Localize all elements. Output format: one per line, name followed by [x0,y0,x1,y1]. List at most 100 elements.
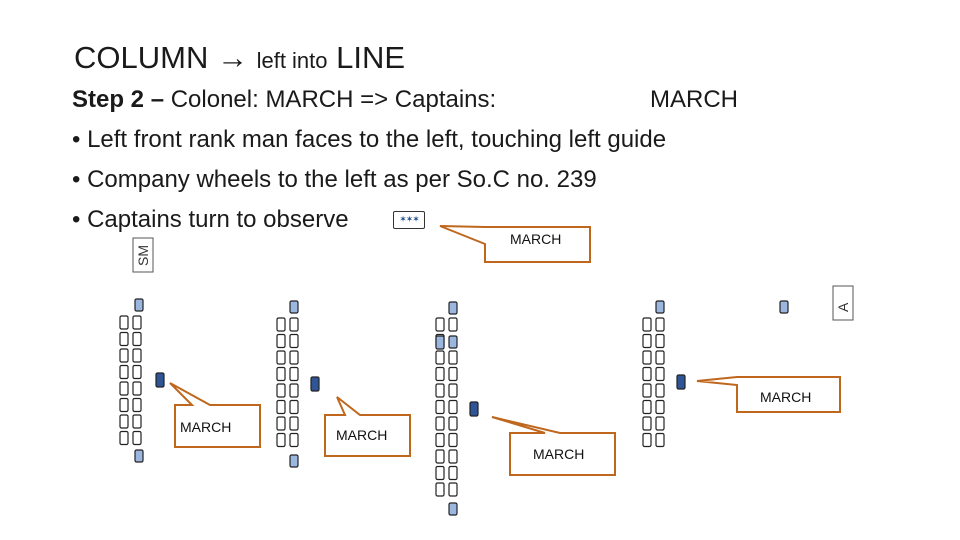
officer-marker [448,335,458,349]
rank-man [132,348,142,363]
officer-marker [289,454,299,468]
captains-command: MARCH [650,86,738,113]
bullet-3: • Captains turn to observe [72,206,349,233]
sm-label-text: SM [135,245,151,266]
rank-man [448,383,458,398]
rank-man [435,350,445,365]
rank-man [642,383,652,398]
rank-man [435,449,445,464]
rank-man [642,416,652,431]
rank-man [435,482,445,497]
rank-man [289,399,299,415]
rank-man [276,333,286,349]
rank-man [289,350,299,365]
rank-man [132,364,142,380]
title-small: left into [256,48,328,73]
rank-man [655,399,665,415]
rank-man [642,366,652,382]
callout-left-text: MARCH [180,419,231,435]
rank-man [119,414,129,429]
step-line: Step 2 – Colonel: MARCH => Captains: [72,86,496,114]
rank-man [435,317,445,332]
callout-right-text: MARCH [760,389,811,405]
rank-man [448,366,458,382]
rank-man [276,350,286,365]
rank-man [119,331,129,347]
rank-man [119,315,129,330]
rank-man [448,449,458,464]
rank-man [119,430,129,446]
rank-man [435,366,445,382]
rank-man [642,333,652,349]
rank-man [655,383,665,398]
a-label-text: A [835,302,851,312]
rank-man [448,350,458,365]
rank-man [276,399,286,415]
rank-man [655,366,665,382]
rank-man [642,350,652,365]
rank-man [276,432,286,448]
rank-man [276,416,286,431]
sm-label: SM [132,237,154,273]
title-end: LINE [327,40,406,75]
rank-man [132,397,142,413]
officer-marker [448,301,458,315]
rank-man [119,397,129,413]
companies-group [119,298,789,516]
rank-man [448,482,458,497]
captain-marker [469,401,479,417]
rank-man [276,366,286,382]
captain-marker [155,372,165,388]
rank-man [276,317,286,332]
rank-man [119,348,129,363]
rank-man [132,381,142,396]
officer-marker [134,298,144,312]
slide-title: COLUMN → left into LINE [74,40,405,76]
rank-man [132,331,142,347]
rank-man [655,416,665,431]
rank-man [642,432,652,448]
rank-man [448,432,458,448]
title-main: COLUMN → [74,40,257,75]
rank-man [289,333,299,349]
rank-man [655,333,665,349]
rank-man [655,432,665,448]
rank-man [289,416,299,431]
callout-right: MARCH [696,376,841,413]
rank-man [435,465,445,481]
officer-marker [779,300,789,314]
captain-marker [310,376,320,392]
bullet-1: • Left front rank man faces to the left,… [72,126,667,153]
rank-man [289,317,299,332]
colonel-flag-icon: ✶✶✶ [393,211,425,229]
rank-man [289,432,299,448]
rank-man [642,317,652,332]
rank-man [448,416,458,431]
rank-man [435,399,445,415]
rank-man [435,383,445,398]
rank-man [435,416,445,431]
rank-man [435,432,445,448]
step-label: Step 2 – [72,86,165,113]
officer-marker [655,300,665,314]
callout-mid-left: MARCH [324,396,411,457]
rank-man [448,465,458,481]
callout-top-text: MARCH [510,231,561,247]
callout-bottom-text: MARCH [533,446,584,462]
colonel-command: Colonel: MARCH => Captains: [164,86,497,113]
rank-man [289,383,299,398]
rank-man [132,315,142,330]
rank-man [448,317,458,332]
rank-man [448,399,458,415]
bullet-2: • Company wheels to the left as per So.C… [72,166,597,193]
officer-marker [448,502,458,516]
callout-bottom: MARCH [491,416,616,476]
rank-man [119,381,129,396]
callout-top: MARCH [439,225,591,263]
rank-man [289,366,299,382]
rank-man [655,317,665,332]
officer-marker [289,300,299,314]
captain-marker [676,374,686,390]
rank-man [276,383,286,398]
rank-man [642,399,652,415]
